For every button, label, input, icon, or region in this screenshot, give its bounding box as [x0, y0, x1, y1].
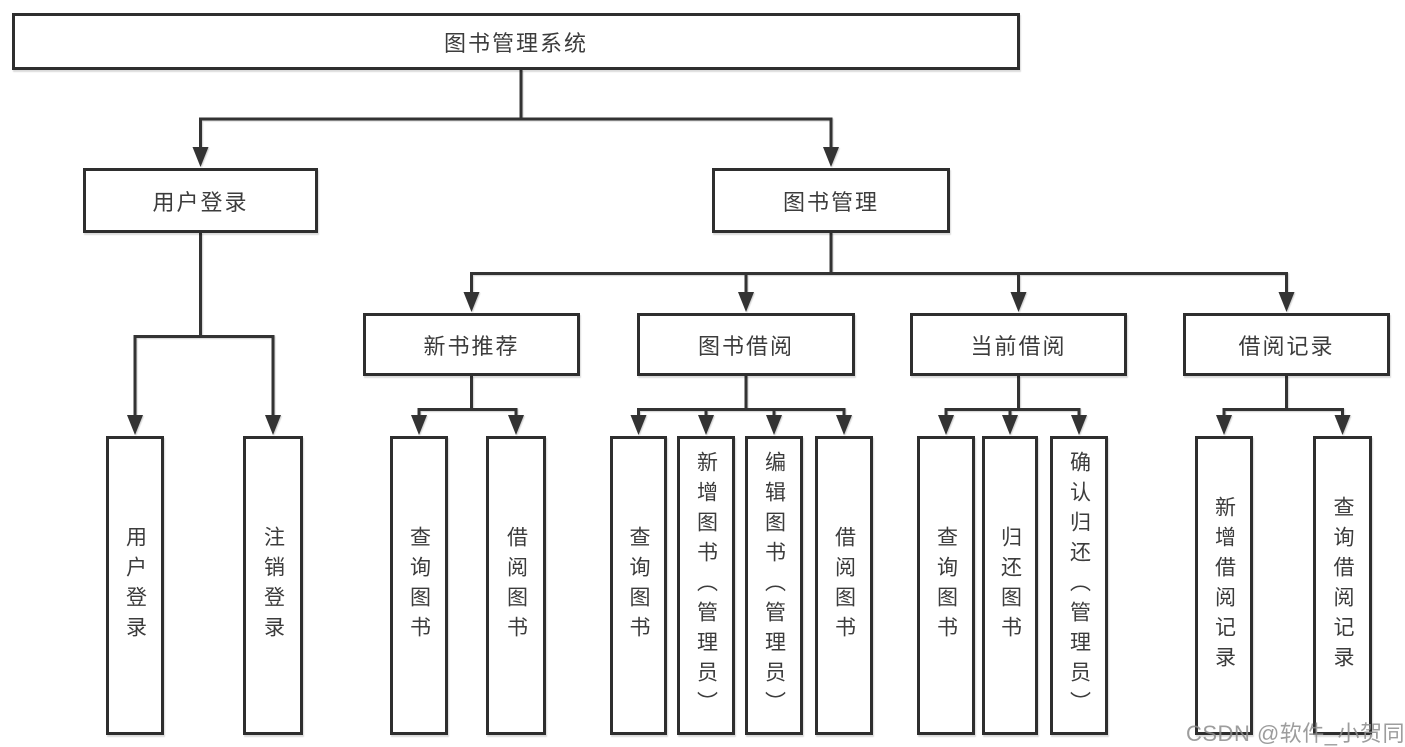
leaf-br-query-record: 查询借阅记录 — [1313, 436, 1372, 735]
node-root-system: 图书管理系统 — [12, 13, 1020, 70]
node-current-borrowing: 当前借阅 — [910, 313, 1127, 376]
leaf-bb-edit-books-admin: 编辑图书（管理员） — [745, 436, 803, 735]
leaf-bb-edit-books-admin-label: 编辑图书（管理员） — [762, 450, 786, 721]
leaf-bb-add-books-admin-label: 新增图书（管理员） — [694, 450, 718, 721]
leaf-bb-borrow-books-label: 借阅图书 — [832, 525, 856, 646]
node-user-login: 用户登录 — [83, 168, 318, 233]
leaf-cb-return-books-label: 归还图书 — [998, 525, 1022, 646]
leaf-bb-borrow-books: 借阅图书 — [815, 436, 873, 735]
node-borrowing-records: 借阅记录 — [1183, 313, 1390, 376]
node-new-book-recommend: 新书推荐 — [363, 313, 580, 376]
node-book-borrowing: 图书借阅 — [637, 313, 855, 376]
csdn-watermark: CSDN @软件_小贺同学 — [1186, 721, 1405, 746]
leaf-cb-confirm-return-admin: 确认归还（管理员） — [1050, 436, 1108, 735]
leaf-cb-confirm-return-admin-label: 确认归还（管理员） — [1067, 450, 1091, 721]
leaf-bb-query-books-label: 查询图书 — [627, 525, 650, 646]
arrowheads — [127, 147, 1351, 435]
leaf-cb-query-books: 查询图书 — [917, 436, 975, 735]
leaf-cb-return-books: 归还图书 — [982, 436, 1038, 735]
leaf-nbr-query-books-label: 查询图书 — [407, 525, 431, 646]
leaf-bb-query-books: 查询图书 — [610, 436, 667, 735]
leaf-logout: 注销登录 — [243, 436, 303, 735]
leaf-bb-add-books-admin: 新增图书（管理员） — [677, 436, 735, 735]
leaf-nbr-borrow-books-label: 借阅图书 — [504, 525, 528, 646]
leaf-nbr-query-books: 查询图书 — [390, 436, 448, 735]
leaf-nbr-borrow-books: 借阅图书 — [486, 436, 546, 735]
leaf-cb-query-books-label: 查询图书 — [934, 525, 958, 646]
leaf-br-add-record: 新增借阅记录 — [1195, 436, 1253, 735]
leaf-user-login: 用户登录 — [106, 436, 164, 735]
leaf-br-add-record-label: 新增借阅记录 — [1212, 495, 1236, 676]
leaf-logout-label: 注销登录 — [261, 525, 285, 646]
connector-strokes — [133, 70, 1344, 420]
leaf-br-query-record-label: 查询借阅记录 — [1331, 495, 1354, 676]
node-book-management: 图书管理 — [712, 168, 950, 233]
leaf-user-login-label: 用户登录 — [123, 525, 147, 646]
